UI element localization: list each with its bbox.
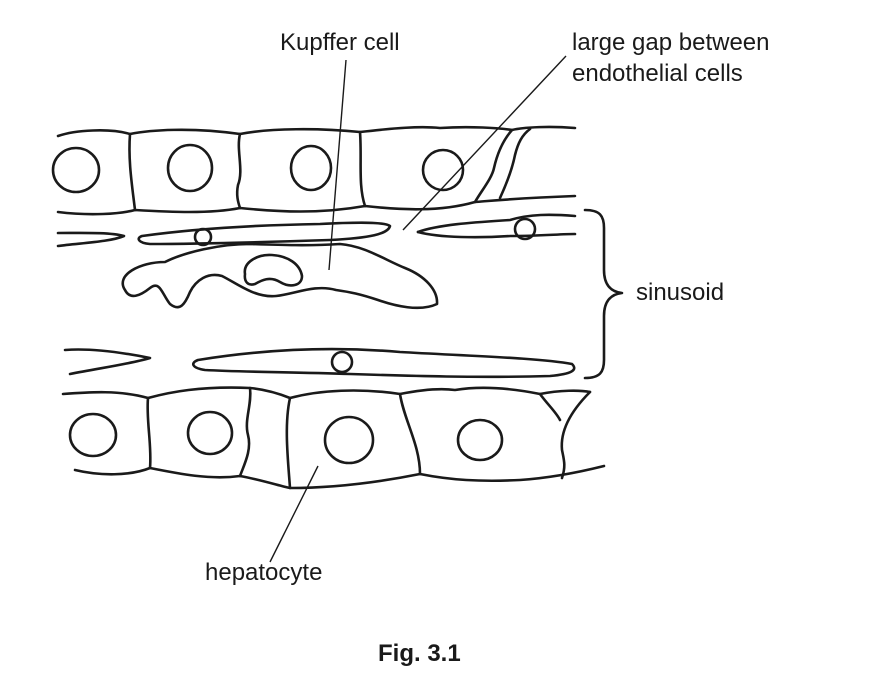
upper-cell-wall-2 xyxy=(235,132,242,210)
upper-endothelial-cell-3 xyxy=(416,213,577,234)
upper-endothelial-cell-2 xyxy=(137,221,392,246)
upper-hepatocyte-row xyxy=(51,125,577,216)
lower-hepatocyte-row xyxy=(61,386,606,490)
upper-nucleus-4 xyxy=(421,148,465,192)
upper-nucleus-3 xyxy=(289,144,333,192)
lower-cell-wall-2 xyxy=(238,386,252,478)
lower-endothelial-nucleus xyxy=(330,350,354,374)
lower-cell-wall-6 xyxy=(560,390,592,480)
upper-cell-wall-4 xyxy=(473,128,514,204)
kupffer-cell-nucleus xyxy=(243,253,304,287)
lower-cell-wall-4 xyxy=(398,392,422,476)
lower-row-bottom-boundary xyxy=(73,464,606,490)
kupffer-cell-outline xyxy=(121,242,439,310)
figure-caption: Fig. 3.1 xyxy=(378,640,461,667)
lower-cell-wall-3 xyxy=(285,396,292,490)
lower-endothelial-cell-1 xyxy=(63,348,152,376)
lower-nucleus-2 xyxy=(186,410,234,456)
upper-nucleus-1 xyxy=(51,146,101,194)
hepatocyte-label: hepatocyte xyxy=(205,559,323,586)
lower-cell-wall-1 xyxy=(146,396,152,470)
lower-endothelial-cell-2 xyxy=(191,347,576,379)
upper-endothelial-nucleus-2 xyxy=(513,217,537,241)
upper-endothelial-cell-3-lower xyxy=(416,230,577,239)
lower-nucleus-3 xyxy=(323,415,375,465)
sinusoid-label: sinusoid xyxy=(636,279,725,306)
kupffer-cell-label: Kupffer cell xyxy=(280,29,400,56)
upper-endothelial-lining xyxy=(56,213,577,248)
kupffer-cell xyxy=(121,242,439,310)
upper-endothelial-cell-1 xyxy=(56,231,126,248)
lower-nucleus-1 xyxy=(68,412,118,458)
upper-cell-wall-5 xyxy=(498,127,532,200)
gap-label-line-1: large gap between xyxy=(572,29,770,56)
lower-row-top-boundary xyxy=(61,386,592,400)
gap-label-line-2: endothelial cells xyxy=(572,60,743,87)
kupffer-leader-line xyxy=(328,59,347,271)
lower-cell-wall-5 xyxy=(538,392,562,422)
sinusoid-bracket xyxy=(583,208,624,380)
upper-cell-wall-1 xyxy=(128,132,137,212)
gap-leader-line xyxy=(402,55,567,231)
upper-nucleus-2 xyxy=(166,143,214,193)
lower-endothelial-lining xyxy=(63,347,576,379)
lower-nucleus-4 xyxy=(456,418,504,462)
upper-endothelial-nucleus-1 xyxy=(193,227,213,247)
upper-cell-wall-3 xyxy=(358,130,367,208)
hepatocyte-leader-line xyxy=(269,465,319,563)
